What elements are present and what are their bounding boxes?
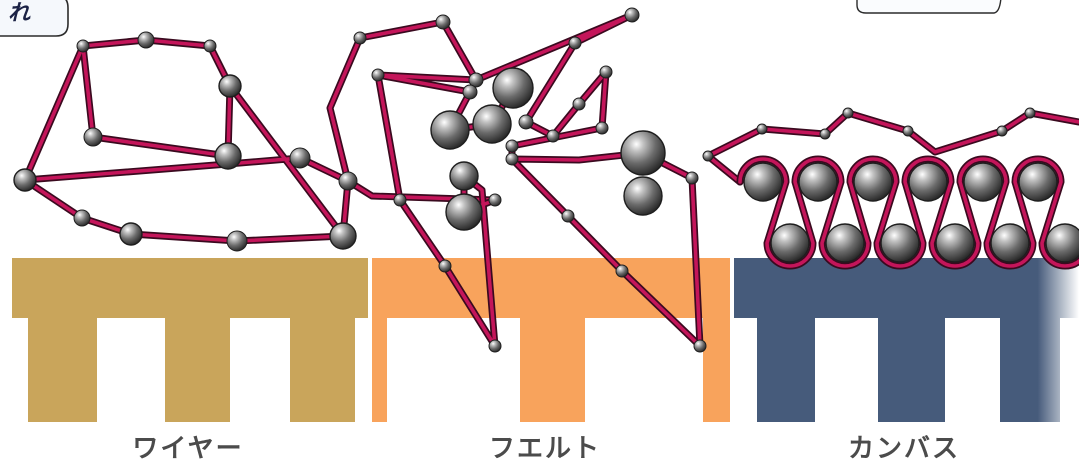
canvas-label: カンバス xyxy=(848,434,960,464)
roller xyxy=(438,259,452,273)
roller xyxy=(76,39,90,53)
roller xyxy=(853,162,893,202)
roller xyxy=(505,152,519,166)
roller xyxy=(842,107,854,119)
roller xyxy=(83,127,103,147)
roller xyxy=(561,209,575,223)
roller xyxy=(1024,107,1036,119)
roller xyxy=(518,114,534,130)
roller xyxy=(693,339,707,353)
wire-label: ワイヤー xyxy=(132,434,243,464)
roller xyxy=(492,67,534,109)
roller xyxy=(880,223,920,263)
roller xyxy=(902,125,914,137)
roller xyxy=(226,230,248,252)
roller xyxy=(393,193,407,207)
roller xyxy=(488,193,502,207)
roller xyxy=(963,162,1003,202)
roller xyxy=(137,31,155,49)
roller xyxy=(430,110,470,150)
roller xyxy=(468,72,484,88)
roller xyxy=(620,130,666,176)
roller xyxy=(908,162,948,202)
roller xyxy=(462,84,478,100)
roller xyxy=(702,150,714,162)
belt-line xyxy=(738,157,1079,268)
roller xyxy=(218,74,242,98)
roller xyxy=(568,36,582,50)
canvas-section xyxy=(734,258,1079,422)
roller xyxy=(825,223,865,263)
roller xyxy=(353,31,367,45)
roller xyxy=(338,171,358,191)
corner-note-text: れ xyxy=(8,1,31,26)
roller xyxy=(488,339,502,353)
roller xyxy=(329,222,357,250)
roller xyxy=(756,123,768,135)
wire-belt xyxy=(21,36,499,245)
roller xyxy=(435,14,451,30)
roller xyxy=(935,223,975,263)
top-right-note-box xyxy=(856,0,1002,14)
felt-section xyxy=(372,258,730,422)
roller xyxy=(371,68,385,82)
canvas-belt-serpentine xyxy=(736,155,1079,270)
roller xyxy=(449,161,479,191)
belt-line xyxy=(23,38,497,243)
roller xyxy=(770,223,810,263)
roller xyxy=(546,129,560,143)
roller xyxy=(445,193,483,231)
roller xyxy=(73,209,91,227)
roller xyxy=(996,125,1008,137)
roller xyxy=(1045,223,1079,263)
roller xyxy=(203,39,217,53)
roller xyxy=(599,65,613,79)
roller xyxy=(819,128,831,140)
roller xyxy=(990,223,1030,263)
roller xyxy=(595,121,609,135)
roller xyxy=(289,147,311,169)
roller xyxy=(472,104,512,144)
roller xyxy=(685,171,699,185)
roller xyxy=(624,7,640,23)
wire-section xyxy=(12,258,368,422)
felt-label: フエルト xyxy=(489,434,601,464)
corner-note-box xyxy=(0,0,69,37)
roller xyxy=(1018,162,1058,202)
roller xyxy=(214,142,242,170)
roller xyxy=(623,176,663,216)
roller xyxy=(119,222,143,246)
roller xyxy=(505,139,519,153)
roller xyxy=(572,97,586,111)
rollers xyxy=(13,7,1079,353)
roller xyxy=(615,264,629,278)
roller xyxy=(798,162,838,202)
roller xyxy=(13,168,37,192)
roller xyxy=(743,162,783,202)
corner-note: れ xyxy=(0,0,69,37)
